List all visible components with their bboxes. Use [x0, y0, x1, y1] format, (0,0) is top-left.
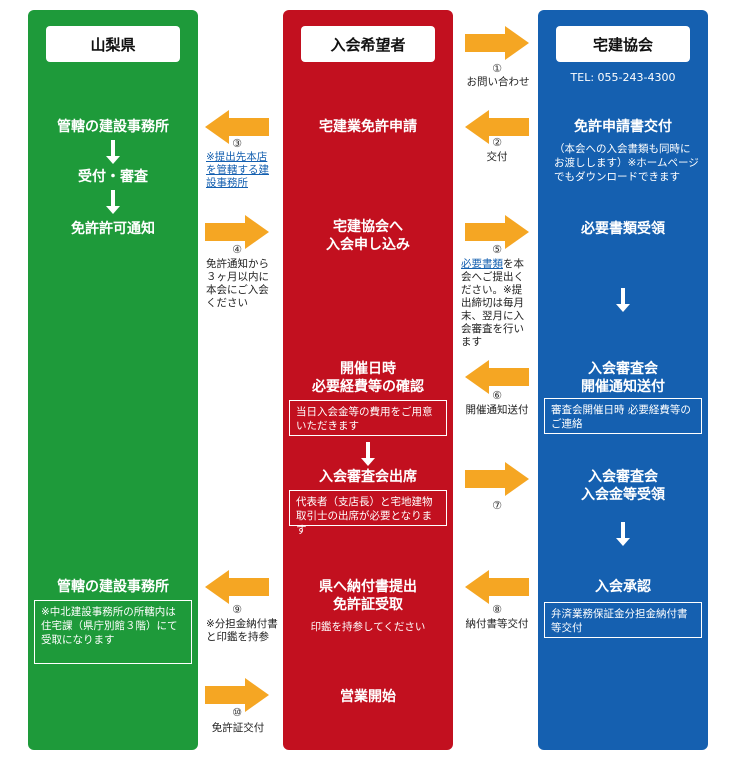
- step-2-label: 交付: [486, 151, 508, 163]
- arrow-left-icon: [205, 570, 269, 604]
- approve-note: 弁済業務保証金分担金納付書等交付: [544, 602, 702, 638]
- step-3-link[interactable]: ※提出先本店を管轄する建設事務所: [206, 151, 269, 189]
- arrow-right-icon: [205, 678, 269, 712]
- construction-office-label: 管轄の建設事務所: [57, 119, 169, 135]
- construction-office-label-2: 管轄の建設事務所: [57, 579, 169, 595]
- step-5-number: ⑤: [492, 243, 502, 256]
- arrow-left-icon: [465, 570, 529, 604]
- fee-label-2: 入会金等受領: [581, 487, 665, 503]
- step-1-number: ①: [492, 62, 502, 75]
- permit-notice-label: 免許許可通知: [71, 221, 155, 237]
- applicant-header: 入会希望者: [301, 26, 435, 62]
- step-5-label: 必要書類を本会へご提出ください。※提出締切は毎月末、翌月に入会審査を行います: [461, 258, 531, 349]
- step-3-number: ③: [232, 137, 242, 150]
- association-column: 宅建協会 TEL: 055-243-4300 免許申請書交付 （本会への入会書類…: [538, 10, 708, 750]
- attend-label: 入会審査会出席: [319, 469, 417, 485]
- notice-note: 審査会開催日時 必要経費等のご連絡: [544, 398, 702, 434]
- submit-note: 印鑑を持参してください: [310, 621, 426, 633]
- prefecture-header: 山梨県: [46, 26, 180, 62]
- step-9-label: ※分担金納付書と印鑑を持参: [206, 618, 278, 643]
- tel-number: TEL: 055-243-4300: [570, 71, 676, 84]
- association-header: 宅建協会: [556, 26, 690, 62]
- prefecture-column: 山梨県 管轄の建設事務所 受付・審査 免許許可通知 管轄の建設事務所 ※中北建設…: [28, 10, 198, 750]
- step-9-number: ⑨: [232, 603, 242, 616]
- step-8-label: 納付書等交付: [465, 618, 529, 630]
- arrow-right-icon: [465, 26, 529, 60]
- license-apply-label: 宅建業免許申請: [319, 119, 417, 135]
- receive-docs-label: 必要書類受領: [581, 221, 665, 237]
- submit-label-1: 県へ納付書提出: [319, 579, 417, 595]
- arrow-left-icon: [465, 110, 529, 144]
- notice-label-1: 入会審査会: [588, 361, 658, 377]
- step-10-number: ⑩: [232, 706, 242, 719]
- step-1-label: お問い合わせ: [466, 76, 530, 88]
- step-4-number: ④: [232, 243, 242, 256]
- business-start-label: 営業開始: [340, 689, 396, 705]
- issue-note: （本会への入会書類も同時にお渡しします）※ホームページでもダウンロードできます: [554, 143, 699, 183]
- step-7-number: ⑦: [492, 499, 502, 512]
- fee-label-1: 入会審査会: [588, 469, 658, 485]
- notice-label-2: 開催通知送付: [581, 379, 665, 395]
- required-docs-link[interactable]: 必要書類: [461, 258, 503, 270]
- step-2-number: ②: [492, 136, 502, 149]
- attend-note: 代表者（支店長）と宅地建物取引士の出席が必要となります: [289, 490, 447, 536]
- arrow-right-icon: [465, 215, 529, 249]
- accept-review-label: 受付・審査: [78, 169, 148, 185]
- step-10-label: 免許証交付: [211, 722, 265, 734]
- confirm-label-1: 開催日時: [340, 361, 396, 377]
- submit-label-2: 免許証受取: [333, 597, 403, 613]
- confirm-note: 当日入会金等の費用をご用意いただきます: [289, 400, 447, 436]
- join-label-1: 宅建協会へ: [333, 219, 403, 235]
- step-8-number: ⑧: [492, 603, 502, 616]
- issue-label: 免許申請書交付: [574, 119, 672, 135]
- join-label-2: 入会申し込み: [326, 237, 410, 253]
- arrow-left-icon: [205, 110, 269, 144]
- step-6-label: 開催通知送付: [465, 404, 529, 416]
- arrow-right-icon: [205, 215, 269, 249]
- step-4-label: 免許通知から３ヶ月以内に本会にご入会ください: [206, 258, 269, 309]
- arrow-left-icon: [465, 360, 529, 394]
- arrow-right-icon: [465, 462, 529, 496]
- confirm-label-2: 必要経費等の確認: [312, 379, 424, 395]
- step-6-number: ⑥: [492, 389, 502, 402]
- step-5-label-rest: を本会へご提出ください。※提出締切は毎月末、翌月に入会審査を行います: [461, 258, 524, 348]
- approve-label: 入会承認: [595, 579, 651, 595]
- applicant-column: 入会希望者 宅建業免許申請 宅建協会へ 入会申し込み 開催日時 必要経費等の確認…: [283, 10, 453, 750]
- office-note: ※中北建設事務所の所轄内は住宅課（県庁別館３階）にて受取になります: [34, 600, 192, 664]
